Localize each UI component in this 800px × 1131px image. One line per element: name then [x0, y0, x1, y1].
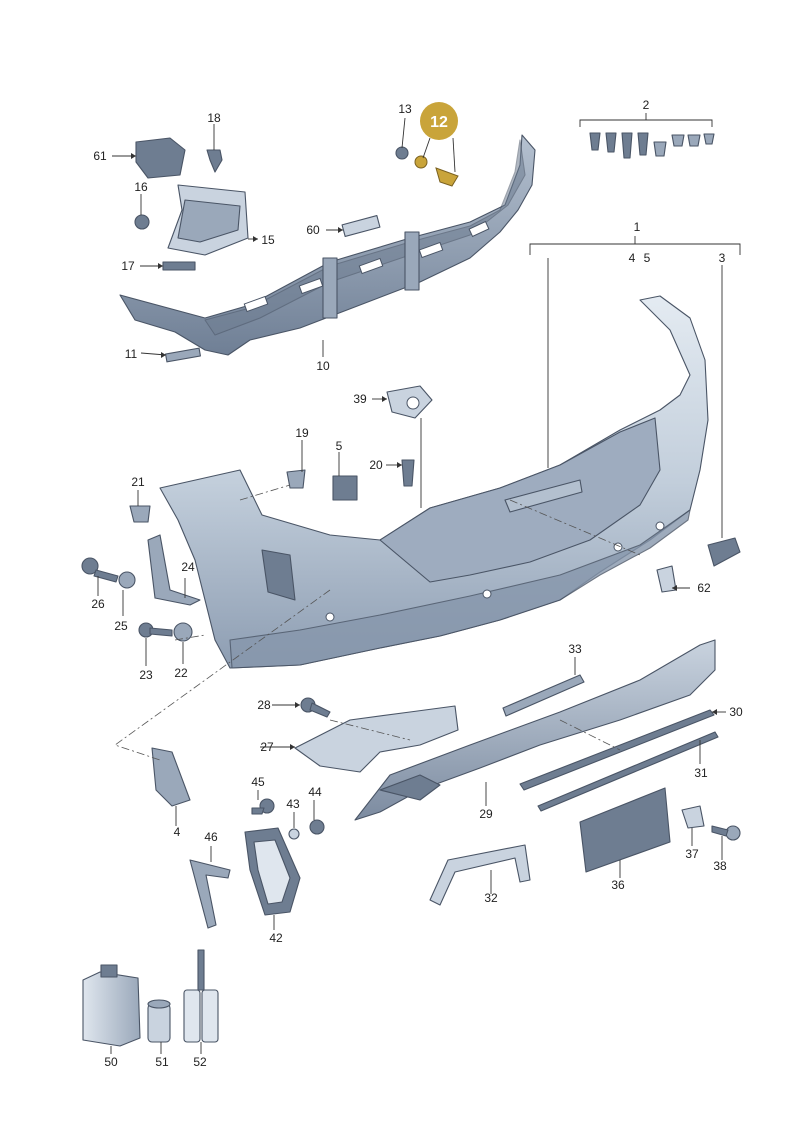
- label-5-group: 5: [644, 251, 651, 265]
- screw-20: [401, 459, 415, 487]
- label-28: 28: [257, 698, 271, 712]
- label-13: 13: [398, 102, 412, 116]
- side-grille-4: [151, 747, 191, 807]
- fluid-can-51: [147, 999, 171, 1043]
- washer-43: [288, 828, 300, 840]
- clip-11: [165, 347, 201, 363]
- trim-strip-31: [537, 731, 719, 812]
- label-33: 33: [568, 642, 582, 656]
- side-bracket-left: [167, 184, 249, 256]
- label-37: 37: [685, 847, 699, 861]
- label-17: 17: [121, 259, 135, 273]
- label-50: 50: [104, 1055, 118, 1069]
- bracket-46: [189, 859, 231, 929]
- nut-44: [309, 819, 325, 835]
- screw-18: [206, 149, 223, 173]
- adhesive-cartridge-52: [183, 949, 219, 1043]
- label-4-group: 4: [629, 251, 636, 265]
- screw-38: [711, 825, 741, 841]
- label-21: 21: [131, 475, 145, 489]
- clip-16: [134, 214, 150, 230]
- label-45: 45: [251, 775, 265, 789]
- clip-17: [162, 261, 196, 271]
- grille-panel-42: [244, 827, 301, 916]
- clip-19: [286, 469, 306, 489]
- nut-25: [118, 571, 136, 589]
- label-61: 61: [93, 149, 107, 163]
- bracket-33: [502, 674, 585, 717]
- rear-bumper-cover: [159, 295, 709, 669]
- trim-strip-30: [519, 709, 715, 791]
- label-51: 51: [155, 1055, 169, 1069]
- label-43: 43: [286, 797, 300, 811]
- label-32: 32: [484, 891, 498, 905]
- label-62: 62: [697, 581, 711, 595]
- label-19: 19: [295, 426, 309, 440]
- rear-diffuser-29: [354, 639, 716, 821]
- label-23: 23: [139, 668, 153, 682]
- clip-37: [681, 805, 705, 829]
- label-30: 30: [729, 705, 743, 719]
- label-22: 22: [174, 666, 188, 680]
- label-39: 39: [353, 392, 367, 406]
- label-1: 1: [634, 220, 641, 234]
- highlight-badge-12: 12: [420, 102, 458, 140]
- leader-lines: [97, 113, 741, 1054]
- label-36: 36: [611, 878, 625, 892]
- label-26: 26: [91, 597, 105, 611]
- label-46: 46: [204, 830, 218, 844]
- label-38: 38: [713, 859, 727, 873]
- tow-cover-3: [707, 537, 741, 567]
- label-29: 29: [479, 807, 493, 821]
- nut-22: [173, 622, 193, 642]
- tow-hook-cover-39: [386, 385, 433, 419]
- trim-frame-32: [429, 844, 531, 906]
- label-3: 3: [719, 251, 726, 265]
- label-52: 52: [193, 1055, 207, 1069]
- highlighted-part-12: [414, 155, 459, 187]
- clip-21: [129, 505, 151, 523]
- label-4: 4: [174, 825, 181, 839]
- bracket-5: [332, 475, 358, 501]
- bracket-24: [147, 534, 201, 606]
- label-10: 10: [316, 359, 330, 373]
- label-24: 24: [181, 560, 195, 574]
- sensor-bracket-61: [135, 137, 186, 179]
- label-5: 5: [336, 439, 343, 453]
- screw-28: [300, 697, 331, 718]
- highlight-label: 12: [430, 114, 448, 131]
- fastener-set-2: [589, 132, 715, 159]
- label-60: 60: [306, 223, 320, 237]
- label-15: 15: [261, 233, 275, 247]
- label-42: 42: [269, 931, 283, 945]
- label-20: 20: [369, 458, 383, 472]
- nut-13: [395, 146, 409, 160]
- label-44: 44: [308, 785, 322, 799]
- screw-26: [81, 557, 119, 583]
- label-11: 11: [125, 347, 138, 361]
- bumper-carrier: [119, 134, 536, 356]
- reflector-60: [341, 214, 381, 238]
- label-16: 16: [134, 180, 148, 194]
- screw-45: [251, 798, 275, 815]
- license-plate-carrier-36: [579, 787, 671, 873]
- label-27: 27: [260, 740, 274, 754]
- label-2: 2: [643, 98, 650, 112]
- label-31: 31: [694, 766, 708, 780]
- bracket-27: [294, 705, 459, 773]
- screw-23: [138, 622, 173, 638]
- part-labels: 1 2 3 4 5 4 5 10 11 13 15 16 17 18 19 20…: [91, 98, 743, 1069]
- label-18: 18: [207, 111, 221, 125]
- fluid-container-50: [82, 964, 141, 1047]
- arrow-marks: [131, 153, 717, 750]
- label-25: 25: [114, 619, 128, 633]
